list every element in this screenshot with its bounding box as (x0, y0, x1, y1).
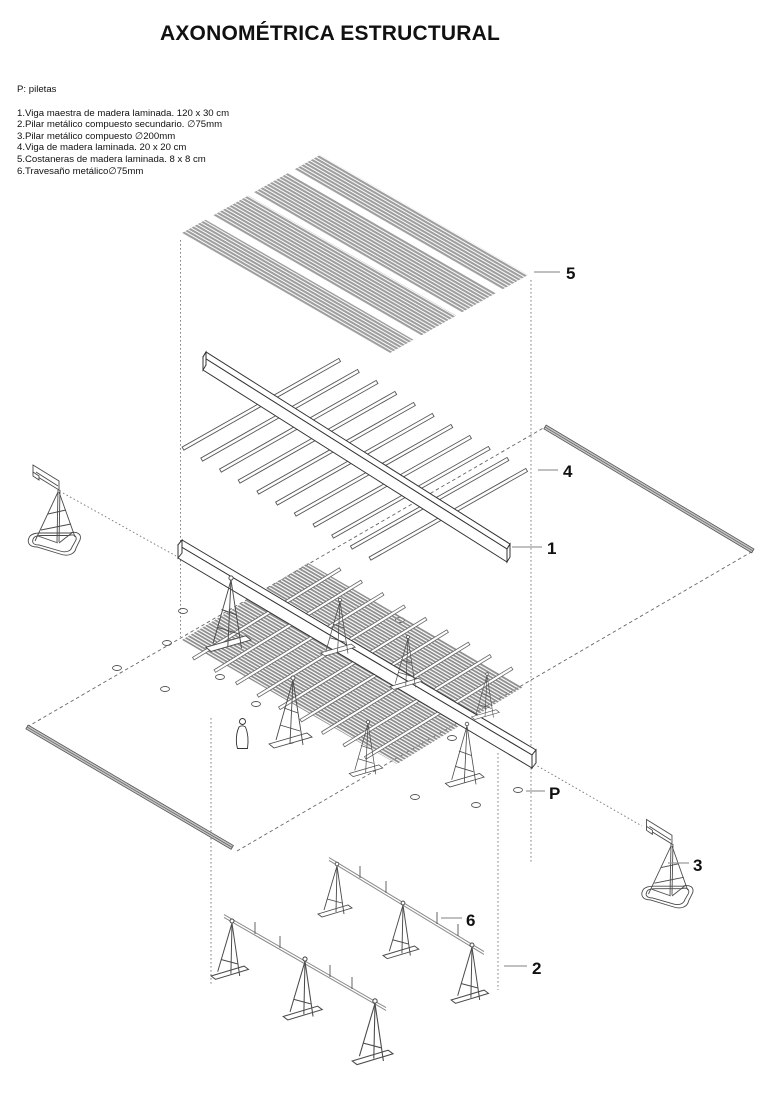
pileta-marker (160, 686, 170, 692)
pileta-marker (178, 608, 188, 614)
pileta-marker (471, 802, 481, 808)
viga-maestra-end-cap (202, 350, 207, 372)
frame-row-back (317, 857, 489, 1004)
deck-viga (213, 579, 363, 673)
pileta-marker (112, 665, 122, 671)
travesano-rail (328, 859, 485, 955)
viga-maestra-top-face (202, 351, 511, 550)
frame-trestle (351, 998, 394, 1066)
trestle-left-guide (62, 492, 177, 557)
callout-label-p: P (549, 784, 560, 803)
deck-viga (299, 629, 449, 723)
frame-trestle (317, 861, 353, 918)
frame-trestle (282, 956, 323, 1021)
roof-costaneras-layer (182, 155, 528, 353)
viga-maestra-exploded (202, 350, 511, 564)
callout-label-6: 6 (466, 911, 475, 930)
page-title: AXONOMÉTRICA ESTRUCTURAL (159, 22, 500, 45)
trestle-3 (641, 819, 694, 909)
viga-maestra-end-cap (506, 542, 511, 564)
legend-item-2: 2.Pilar metálico compuesto secundario. ∅… (17, 119, 223, 131)
trestle-left (27, 464, 81, 556)
costanera-band (294, 155, 528, 290)
pileta-marker (251, 701, 261, 707)
pileta-marker (410, 794, 420, 800)
costanera-band (213, 195, 457, 336)
legend-keynote: P: piletas (17, 84, 57, 95)
callout-label-2: 2 (532, 959, 541, 978)
ground-edge-beam-sw (25, 724, 234, 850)
scale-figure (235, 718, 249, 749)
frame-row-front (210, 914, 394, 1066)
callout-label-1: 1 (547, 539, 556, 558)
callout-label-3: 3 (693, 856, 702, 875)
trestle-3-guide (533, 763, 643, 827)
deck-viga (234, 592, 385, 686)
pileta-p-marker (513, 787, 523, 793)
callout-label-5: 5 (566, 264, 575, 283)
deck-viga (191, 567, 342, 661)
callout-label-4: 4 (563, 462, 573, 481)
viga-maestra-end-cap (177, 538, 183, 560)
pileta-marker (447, 735, 457, 741)
legend: P: piletas 1.Viga maestra de madera lami… (17, 84, 229, 177)
frame-trestle (382, 900, 420, 960)
viga-maestra-front-face (202, 356, 508, 563)
legend-item-4: 4.Viga de madera laminada. 20 x 20 cm (17, 142, 187, 154)
deck-assembly (177, 538, 537, 788)
deck-viga (277, 616, 428, 711)
legend-item-1: 1.Viga maestra de madera laminada. 120 x… (17, 107, 230, 119)
travesano-rail (328, 857, 485, 953)
bottom-frames-layer (210, 857, 489, 1066)
frame-trestle (450, 942, 489, 1004)
legend-item-3: 3.Pilar metálico compuesto ∅200mm (17, 130, 176, 142)
callouts: 5 4 1 P 3 6 2 (441, 264, 702, 978)
viga-maestra-end-cap (531, 748, 537, 770)
viga-maestra-assembled (177, 538, 537, 770)
pileta-marker (162, 640, 172, 646)
ground-edge-beam-ne (543, 424, 755, 554)
legend-item-6: 6.Travesaño metálico∅75mm (17, 165, 144, 177)
costanera-band (253, 172, 497, 313)
vigas-layer (181, 350, 529, 564)
pileta-marker (215, 674, 225, 680)
costanera-band (182, 219, 414, 353)
legend-item-5: 5.Costaneras de madera laminada. 8 x 8 c… (17, 153, 206, 165)
